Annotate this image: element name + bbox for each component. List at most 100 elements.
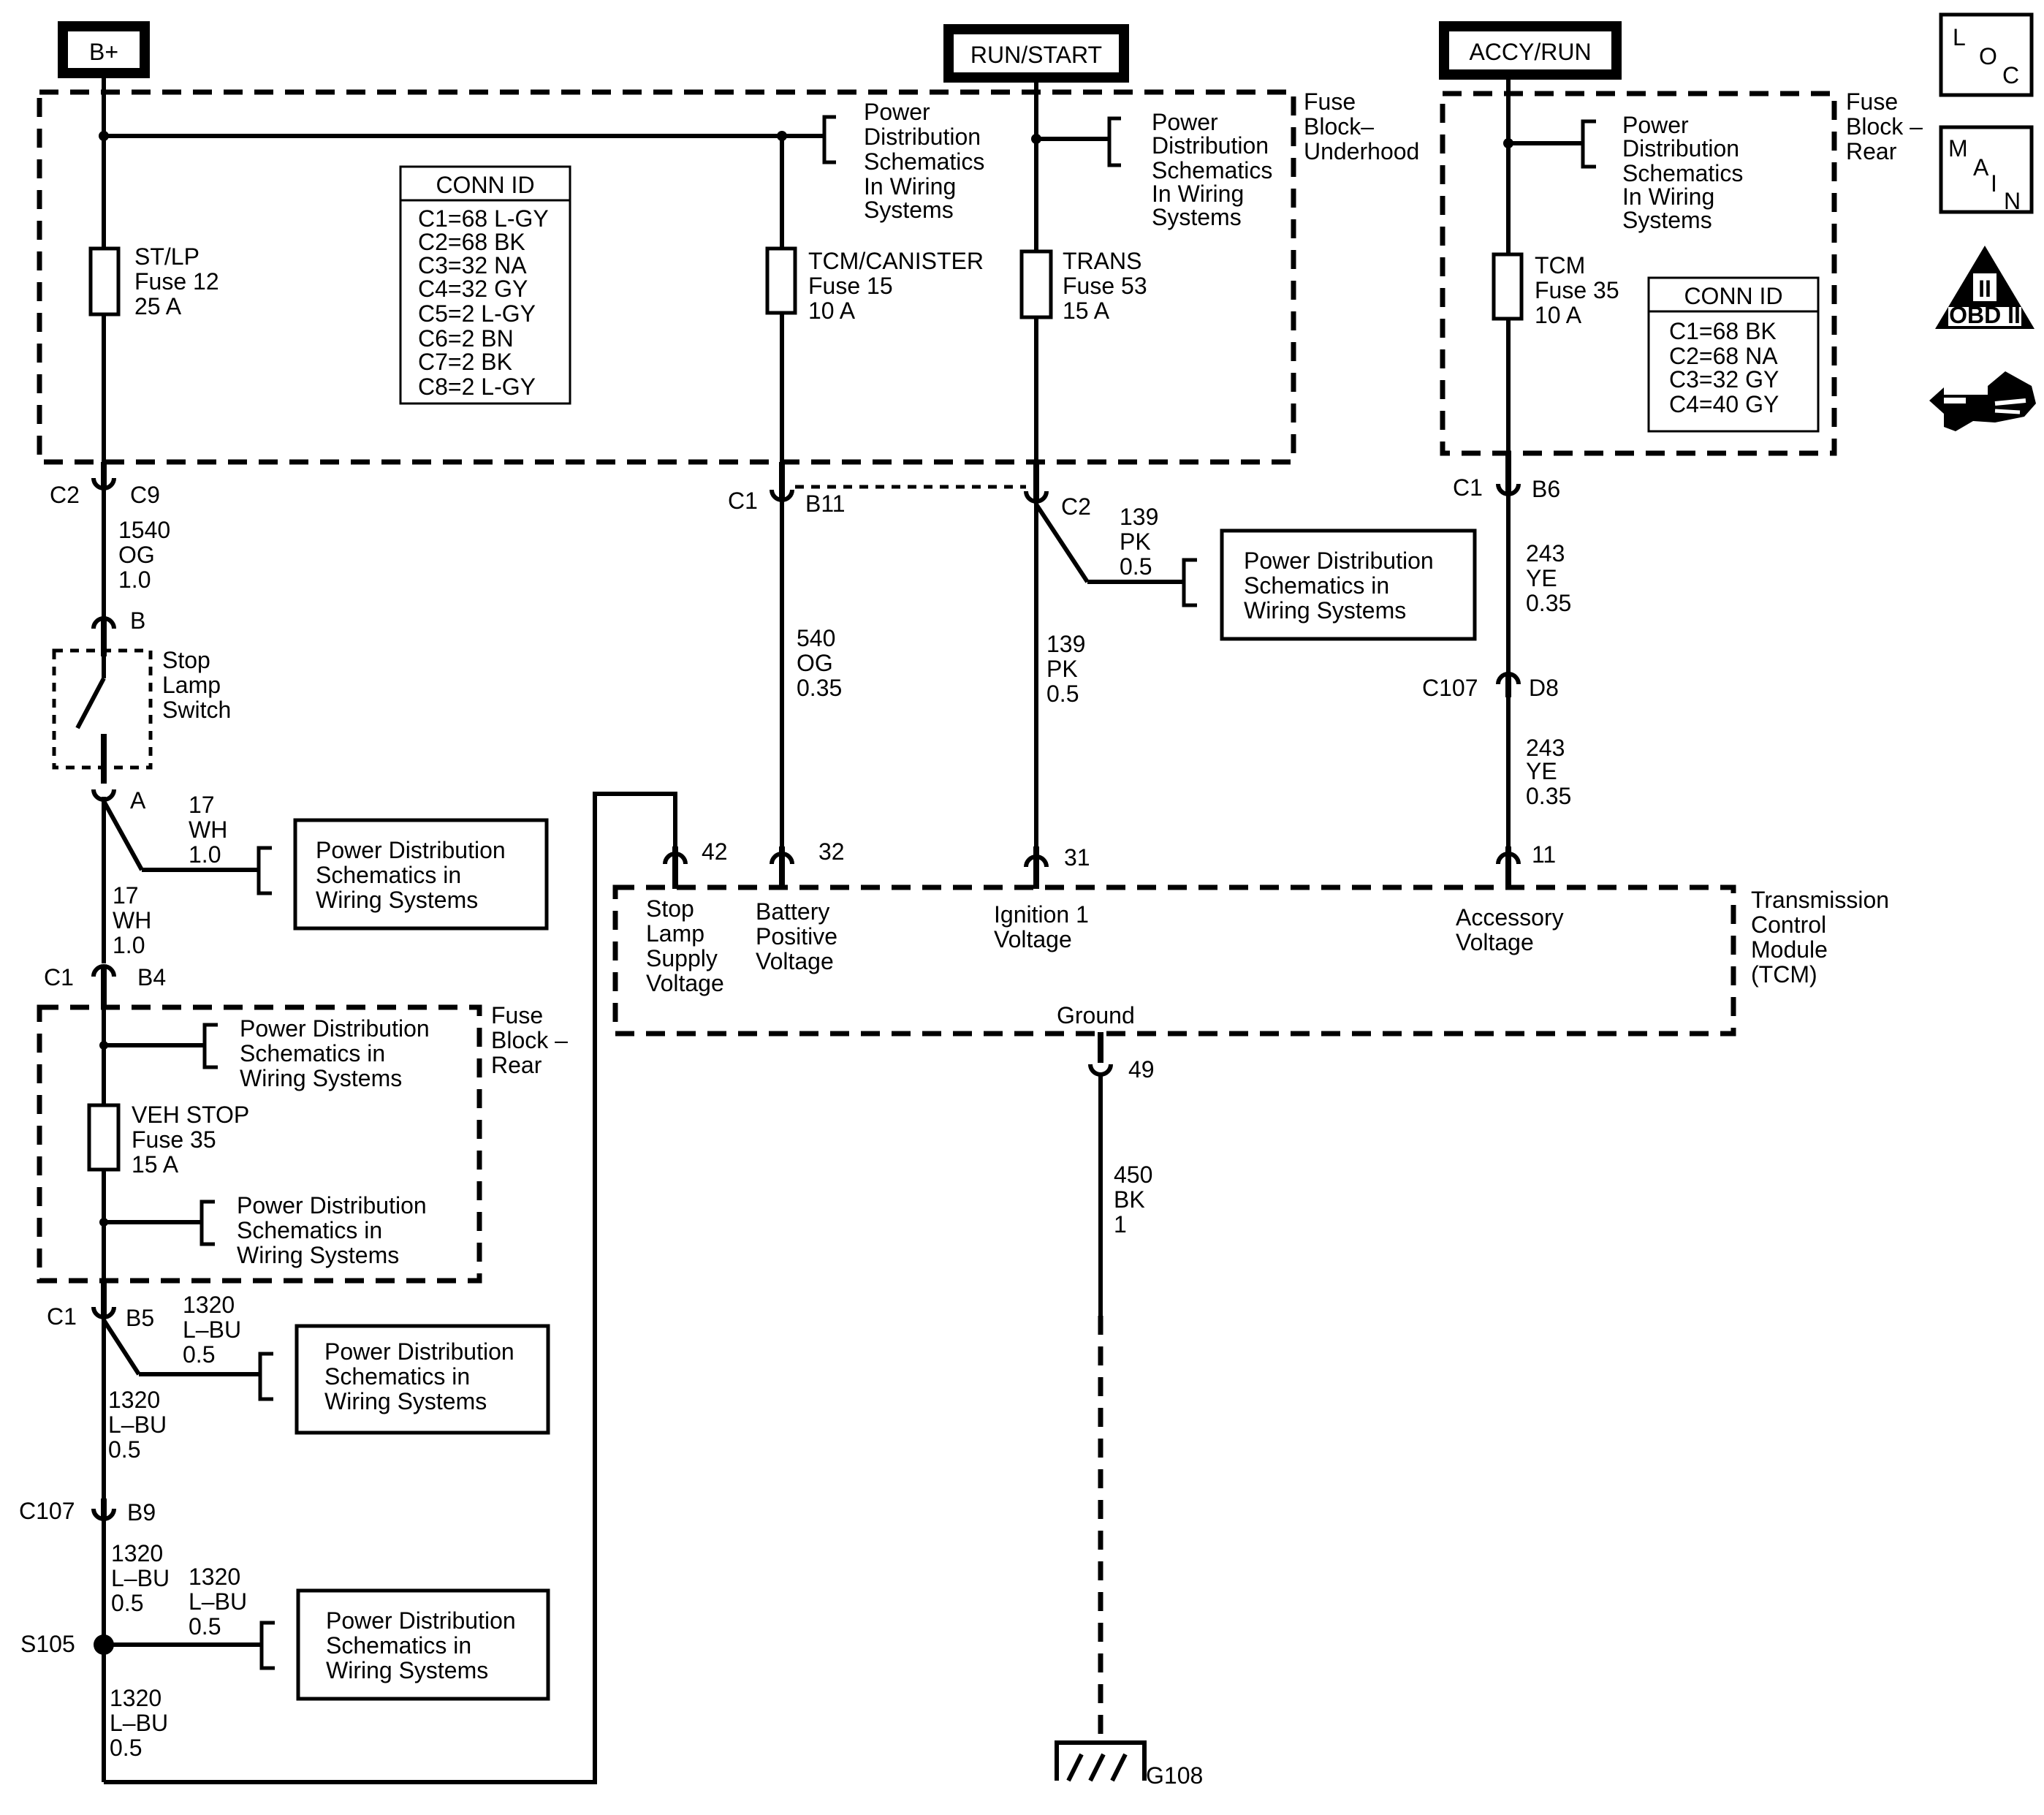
svg-text:II: II bbox=[1978, 276, 1991, 302]
svg-text:Block–: Block– bbox=[1304, 113, 1374, 140]
ground-g108-label: G108 bbox=[1146, 1762, 1203, 1789]
svg-text:Block –: Block – bbox=[1846, 113, 1923, 140]
tcm-input-ignition: Ignition 1 Voltage bbox=[994, 901, 1089, 952]
main-icon[interactable]: M A I N bbox=[1939, 125, 2034, 214]
ground-g108-icon bbox=[1055, 1740, 1147, 1782]
svg-text:Fuse 15: Fuse 15 bbox=[808, 273, 893, 299]
fuse-block-rear-left-label: Fuse Block – Rear bbox=[491, 1002, 568, 1078]
svg-text:WH: WH bbox=[113, 907, 151, 933]
fuse-block-rear-top-label: Fuse Block – Rear bbox=[1846, 88, 1923, 164]
conn-a-label: A bbox=[130, 787, 146, 814]
svg-text:L–BU: L–BU bbox=[110, 1710, 168, 1736]
connector-tool-icon[interactable] bbox=[1929, 371, 2036, 431]
power-distribution-box-2[interactable]: Power Distribution Schematics in Wiring … bbox=[295, 1324, 550, 1435]
conn-c1-b4-c: C1 bbox=[44, 964, 74, 990]
svg-text:15 A: 15 A bbox=[1063, 298, 1110, 324]
svg-text:0.35: 0.35 bbox=[1526, 783, 1571, 809]
svg-text:0.5: 0.5 bbox=[108, 1436, 140, 1463]
svg-text:Ignition 1: Ignition 1 bbox=[994, 901, 1089, 928]
fuse-stlp bbox=[88, 246, 121, 317]
svg-text:PK: PK bbox=[1046, 656, 1078, 682]
conn-c107-d8-c: C107 bbox=[1422, 675, 1478, 701]
conn-c107-b9-c: C107 bbox=[19, 1498, 75, 1524]
svg-text:CONN ID: CONN ID bbox=[1684, 283, 1782, 309]
tcm-pin-49: 49 bbox=[1128, 1056, 1155, 1083]
wire-1320d-label: 1320 L–BU 0.5 bbox=[189, 1564, 247, 1640]
svg-text:1.0: 1.0 bbox=[189, 841, 221, 868]
svg-text:L–BU: L–BU bbox=[111, 1565, 170, 1591]
svg-text:TRANS: TRANS bbox=[1063, 248, 1141, 274]
svg-text:A: A bbox=[1973, 154, 1989, 181]
wire-540-label: 540 OG 0.35 bbox=[797, 625, 842, 701]
svg-text:Systems: Systems bbox=[1152, 204, 1242, 230]
svg-text:243: 243 bbox=[1526, 540, 1565, 567]
svg-text:0.5: 0.5 bbox=[1120, 553, 1152, 580]
wire-1320a-label: 1320 L–BU 0.5 bbox=[183, 1292, 241, 1368]
svg-text:25 A: 25 A bbox=[134, 293, 182, 319]
svg-text:Switch: Switch bbox=[162, 697, 231, 723]
svg-text:Fuse 35: Fuse 35 bbox=[132, 1126, 216, 1153]
svg-text:Wiring Systems: Wiring Systems bbox=[240, 1065, 402, 1091]
svg-text:Distribution: Distribution bbox=[1622, 135, 1739, 162]
svg-text:ST/LP: ST/LP bbox=[134, 243, 200, 270]
power-distribution-box-4[interactable]: Power Distribution Schematics in Wiring … bbox=[1220, 528, 1477, 641]
svg-text:Fuse: Fuse bbox=[491, 1002, 543, 1028]
svg-text:Schematics in: Schematics in bbox=[326, 1632, 471, 1659]
conn-c9-label: C9 bbox=[130, 482, 160, 508]
svg-text:(TCM): (TCM) bbox=[1751, 961, 1817, 988]
svg-text:Power Distribution: Power Distribution bbox=[324, 1338, 514, 1365]
svg-text:Power Distribution: Power Distribution bbox=[1244, 547, 1434, 574]
svg-text:Power Distribution: Power Distribution bbox=[240, 1015, 430, 1042]
svg-text:Power Distribution: Power Distribution bbox=[237, 1192, 427, 1219]
fuse-trans-label: TRANS Fuse 53 15 A bbox=[1063, 248, 1147, 324]
conn-c1-b6-c: C1 bbox=[1453, 474, 1483, 501]
svg-text:450: 450 bbox=[1114, 1162, 1152, 1188]
svg-text:0.5: 0.5 bbox=[183, 1341, 215, 1368]
svg-text:Wiring Systems: Wiring Systems bbox=[316, 887, 478, 913]
svg-text:Distribution: Distribution bbox=[864, 124, 981, 150]
svg-text:Voltage: Voltage bbox=[646, 970, 724, 996]
svg-text:L: L bbox=[1953, 24, 1966, 50]
svg-text:1.0: 1.0 bbox=[113, 932, 145, 958]
svg-text:VEH STOP: VEH STOP bbox=[132, 1102, 249, 1128]
fuse-trans bbox=[1019, 249, 1053, 319]
svg-text:Fuse: Fuse bbox=[1846, 88, 1898, 115]
power-distribution-box-1[interactable]: Power Distribution Schematics in Wiring … bbox=[293, 818, 549, 931]
tcm-module-label: Transmission Control Module (TCM) bbox=[1751, 887, 1889, 988]
svg-text:C5=2 L-GY: C5=2 L-GY bbox=[418, 300, 536, 327]
svg-text:TCM: TCM bbox=[1535, 252, 1585, 278]
wire-243b-label: 243 YE 0.35 bbox=[1526, 735, 1571, 809]
svg-text:L–BU: L–BU bbox=[189, 1588, 247, 1615]
svg-text:C7=2 BK: C7=2 BK bbox=[418, 349, 512, 375]
svg-text:1320: 1320 bbox=[189, 1564, 240, 1590]
power-distribution-box-3[interactable]: Power Distribution Schematics in Wiring … bbox=[296, 1588, 550, 1701]
svg-text:Wiring Systems: Wiring Systems bbox=[326, 1657, 488, 1683]
svg-text:C2=68 BK: C2=68 BK bbox=[418, 229, 525, 255]
tcm-input-stop: Stop Lamp Supply Voltage bbox=[646, 895, 724, 996]
svg-text:Module: Module bbox=[1751, 936, 1828, 963]
svg-text:C6=2 BN: C6=2 BN bbox=[418, 325, 514, 352]
wire-139b-label: 139 PK 0.5 bbox=[1046, 631, 1085, 707]
fuse-tcm-canister bbox=[765, 246, 797, 315]
obd-ii-icon[interactable]: II OBD II bbox=[1935, 246, 2034, 329]
pd-underhood-2: Power Distribution Schematics In Wiring … bbox=[1152, 109, 1272, 230]
fuse-block-rear-top-outline bbox=[1440, 91, 1837, 456]
loc-icon[interactable]: L O C bbox=[1939, 12, 2034, 97]
svg-text:Positive: Positive bbox=[756, 923, 837, 950]
run-start-source: RUN/START bbox=[943, 24, 1129, 83]
svg-text:1.0: 1.0 bbox=[118, 567, 151, 593]
tcm-pin-42: 42 bbox=[702, 838, 728, 865]
svg-text:O: O bbox=[1979, 43, 1997, 69]
wire-1320c-label: 1320 L–BU 0.5 bbox=[111, 1540, 170, 1616]
svg-text:540: 540 bbox=[797, 625, 835, 651]
svg-text:0.35: 0.35 bbox=[797, 675, 842, 701]
fuse-tcm bbox=[1492, 252, 1524, 321]
svg-text:Rear: Rear bbox=[1846, 138, 1897, 164]
svg-text:Schematics: Schematics bbox=[1622, 160, 1743, 186]
svg-text:Schematics in: Schematics in bbox=[1244, 572, 1389, 599]
svg-text:OG: OG bbox=[797, 650, 833, 676]
svg-text:0.5: 0.5 bbox=[111, 1590, 143, 1616]
svg-text:Transmission: Transmission bbox=[1751, 887, 1889, 913]
